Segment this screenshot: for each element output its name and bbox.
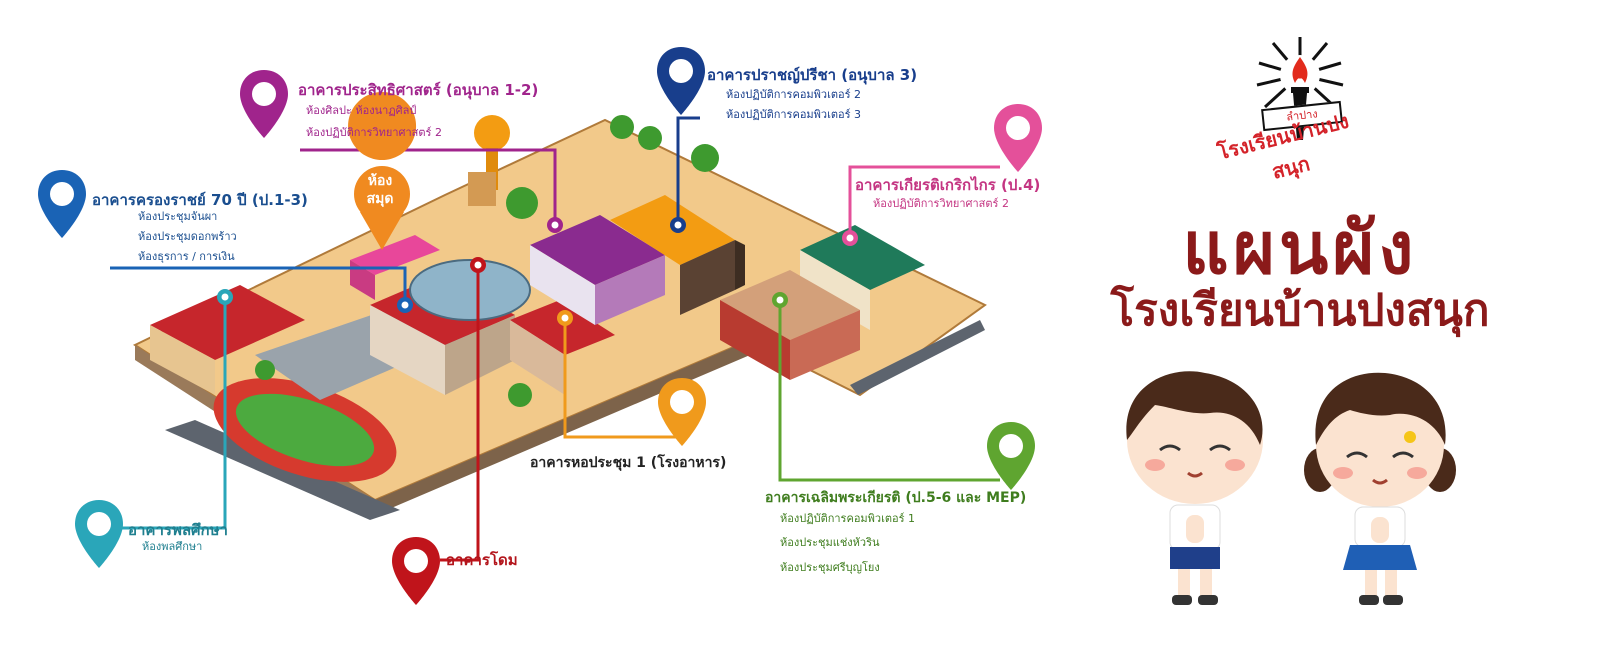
dome-building — [409, 259, 531, 321]
mini-pin-blue-icon — [397, 297, 413, 313]
connector-kiattikerk — [848, 165, 1000, 238]
building-title-kiattikerk: อาคารเกียรติเกริกไกร (ป.4) — [855, 176, 1041, 194]
building-title-hall: อาคารหอประชุม 1 (โรงอาหาร) — [530, 455, 727, 471]
connector-phalasueksa — [120, 300, 227, 530]
location-pin-navy-icon — [657, 47, 705, 115]
girl-student-illustration — [1304, 372, 1456, 605]
room-krongrat-1: ห้องประชุมจันผา — [138, 210, 218, 223]
room-chaloem-3: ห้องประชุมศรีบุญโยง — [780, 561, 880, 574]
room-chaloem-1: ห้องปฏิบัติการคอมพิวเตอร์ 1 — [780, 512, 916, 525]
room-prachyapreecha-2: ห้องปฏิบัติการคอมพิวเตอร์ 3 — [726, 108, 862, 121]
connector-prachyapreecha — [676, 116, 700, 225]
location-pin-red-icon — [392, 537, 440, 605]
library-line2: สมุด — [366, 191, 394, 207]
location-pin-pink-icon — [994, 104, 1042, 172]
room-chaloem-2: ห้องประชุมแช่งหัวริน — [780, 536, 880, 549]
building-title-dome: อาคารโดม — [446, 551, 518, 569]
mini-pin-pink-icon — [842, 230, 858, 246]
location-pin-blue-icon — [38, 170, 86, 238]
building-title-prachyapreecha: อาคารปราชญ์ปรีชา (อนุบาล 3) — [707, 66, 918, 84]
building-title-chaloem: อาคารเฉลิมพระเกียรติ (ป.5-6 และ MEP) — [765, 490, 1027, 506]
building-title-prasitsart: อาคารประสิทธิศาสตร์ (อนุบาล 1-2) — [298, 81, 539, 99]
page-subtitle: โรงเรียนบ้านปงสนุก — [1110, 285, 1490, 336]
building-title-phalasueksa: อาคารพลศึกษา — [128, 521, 228, 539]
mini-pin-teal-icon — [217, 289, 233, 305]
room-krongrat-2: ห้องประชุมดอกพร้าว — [138, 230, 237, 243]
page-title: แผนผัง — [1182, 206, 1418, 290]
mini-pin-red-icon — [470, 257, 486, 273]
connector-krongrat — [110, 266, 407, 305]
room-phalasueksa-1: ห้องพลศึกษา — [142, 540, 203, 553]
gym-building — [150, 285, 305, 360]
mini-pin-orange-icon — [557, 310, 573, 326]
library-line1: ห้อง — [367, 173, 393, 189]
connector-dome — [440, 268, 480, 562]
building-title-krongrat: อาคารครองราชย์ 70 ปี (ป.1-3) — [92, 191, 308, 209]
location-pin-purple-icon — [240, 70, 288, 138]
room-prasitsart-2: ห้องปฏิบัติการวิทยาศาสตร์ 2 — [306, 126, 442, 139]
location-pin-green-icon — [987, 422, 1035, 490]
mini-pin-purple-icon — [547, 217, 563, 233]
location-pin-teal-icon — [75, 500, 123, 568]
connector-hall — [563, 320, 680, 439]
room-kiattikerk-1: ห้องปฏิบัติการวิทยาศาสตร์ 2 — [873, 197, 1009, 210]
location-pin-orange-icon — [658, 378, 706, 446]
boy-student-illustration — [1126, 371, 1263, 605]
room-prachyapreecha-1: ห้องปฏิบัติการคอมพิวเตอร์ 2 — [726, 88, 862, 101]
library-pin-icon — [348, 92, 417, 248]
room-prasitsart-1: ห้องศิลปะ ห้องนาฏศิลป์ — [306, 104, 417, 117]
connector-chaloem — [778, 300, 1000, 482]
mini-pin-green-icon — [772, 292, 788, 308]
library-label: ห้อง สมุด — [345, 172, 415, 208]
room-krongrat-3: ห้องธุรการ / การเงิน — [138, 250, 235, 263]
mini-pin-navy-icon — [670, 217, 686, 233]
